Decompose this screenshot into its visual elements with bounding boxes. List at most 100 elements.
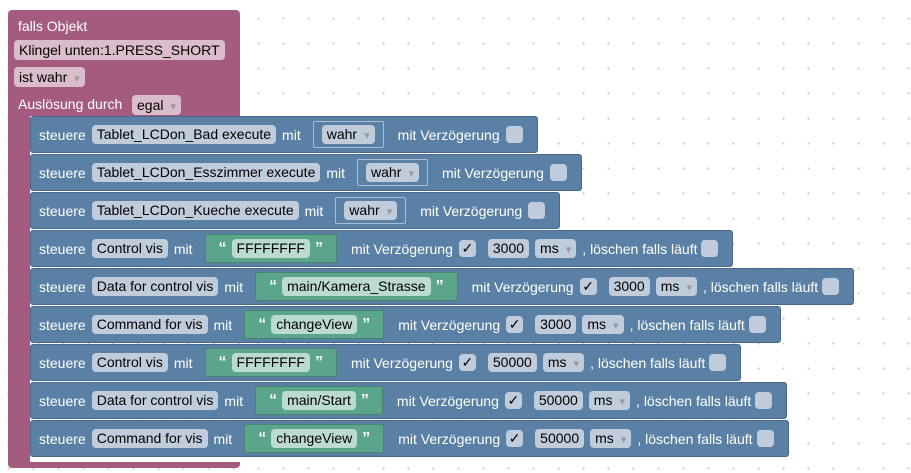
delay-input[interactable]: 50000 [533, 391, 583, 410]
delay-checkbox[interactable]: ✓ [506, 430, 524, 447]
control-block[interactable]: steuere Tablet_LCDon_Esszimmer execute m… [30, 154, 582, 191]
with-label: mit [304, 202, 324, 219]
control-block[interactable]: steuere Command for vis mit“changeView” … [30, 420, 789, 457]
text-value-block[interactable]: “changeView” [244, 310, 385, 339]
delay-checkbox[interactable]: ✓ [504, 392, 522, 409]
text-input[interactable]: FFFFFFFF [231, 353, 310, 372]
target-selector[interactable]: Data for control vis [91, 391, 219, 410]
delay-checkbox[interactable] [505, 126, 523, 143]
target-selector[interactable]: Control vis [91, 239, 168, 258]
target-selector[interactable]: Data for control vis [91, 277, 219, 296]
close-quote-icon: ” [435, 277, 444, 295]
delay-input[interactable]: 3000 [535, 315, 577, 334]
control-label: steuere [39, 392, 86, 409]
text-value-block[interactable]: “changeView” [244, 424, 385, 453]
delay-checkbox[interactable] [549, 164, 567, 181]
control-label: steuere [39, 278, 86, 295]
close-quote-icon: ” [362, 315, 371, 333]
clear-running-checkbox[interactable] [748, 316, 766, 333]
delay-label: mit Verzögerung [420, 202, 523, 219]
control-label: steuere [39, 164, 86, 181]
clear-running-checkbox[interactable] [701, 240, 719, 257]
with-label: mit [224, 278, 244, 295]
control-label: steuere [39, 126, 86, 143]
with-label: mit [173, 240, 193, 257]
unit-dropdown[interactable]: ms [655, 277, 697, 296]
delay-label: mit Verzögerung [350, 354, 453, 371]
with-label: mit [213, 316, 233, 333]
unit-dropdown[interactable]: ms [582, 315, 624, 334]
control-block[interactable]: steuere Data for control vis mit “main/St… [30, 382, 788, 419]
trigger-label: Auslösung durch [18, 96, 123, 112]
boolean-value-block[interactable]: wahr [357, 159, 428, 186]
open-quote-icon: “ [269, 391, 278, 409]
delay-input[interactable]: 50000 [487, 353, 537, 372]
control-block[interactable]: steuere Control vis mit“FFFFFFFF” mit Ve… [30, 230, 734, 267]
delay-checkbox[interactable]: ✓ [458, 240, 476, 257]
delay-label: mit Verzögerung [441, 164, 544, 181]
delay-checkbox[interactable]: ✓ [458, 354, 476, 371]
delay-input[interactable]: 3000 [608, 277, 650, 296]
delay-label: mit Verzögerung [350, 240, 453, 257]
target-selector[interactable]: Tablet_LCDon_Kueche execute [91, 201, 299, 220]
delay-checkbox[interactable]: ✓ [579, 278, 597, 295]
unit-dropdown[interactable]: ms [590, 429, 632, 448]
delay-input[interactable]: 3000 [487, 239, 530, 258]
clear-label: , löschen falls läuft [582, 240, 698, 257]
boolean-value-block[interactable]: wahr [335, 197, 407, 224]
with-label: mit [224, 392, 244, 409]
control-block[interactable]: steuere Tablet_LCDon_Kueche execute mit w… [30, 192, 561, 229]
open-quote-icon: “ [269, 277, 278, 295]
text-value-block[interactable]: “main/Start” [255, 386, 383, 415]
clear-running-checkbox[interactable] [822, 278, 840, 295]
control-label: steuere [39, 202, 86, 219]
delay-input[interactable]: 50000 [535, 429, 585, 448]
text-value-block[interactable]: “FFFFFFFF” [204, 234, 337, 263]
delay-label: mit Verzögerung [471, 278, 574, 295]
target-selector[interactable]: Tablet_LCDon_Bad execute [91, 125, 277, 144]
delay-checkbox[interactable] [528, 202, 546, 219]
open-quote-icon: “ [218, 353, 227, 371]
open-quote-icon: “ [218, 239, 227, 257]
boolean-dropdown[interactable]: wahr [321, 125, 375, 144]
control-block[interactable]: steuere Control vis mit “FFFFFFFF” mit Ve… [30, 344, 742, 381]
text-input[interactable]: changeView [271, 315, 358, 334]
close-quote-icon: ” [362, 429, 371, 447]
delay-label: mit Verzögerung [398, 316, 501, 333]
target-selector[interactable]: Command for vis [91, 315, 208, 334]
text-input[interactable]: main/Start [282, 391, 356, 410]
boolean-dropdown[interactable]: wahr [366, 163, 419, 182]
open-quote-icon: “ [258, 315, 267, 333]
text-value-block[interactable]: “main/Kamera_Strasse” [255, 272, 458, 301]
unit-dropdown[interactable]: ms [535, 239, 577, 258]
with-label: mit [173, 354, 193, 371]
control-block[interactable]: steuere Command for vis mit“changeView” … [30, 306, 781, 343]
trigger-dropdown[interactable]: egal [132, 95, 182, 115]
control-label: steuere [39, 354, 86, 371]
unit-dropdown[interactable]: ms [588, 391, 631, 410]
text-value-block[interactable]: “FFFFFFFF” [204, 348, 337, 377]
open-quote-icon: “ [258, 429, 267, 447]
clear-running-checkbox[interactable] [709, 354, 727, 371]
with-label: mit [326, 164, 346, 181]
boolean-value-block[interactable]: wahr [312, 121, 384, 148]
target-selector[interactable]: Control vis [91, 353, 168, 372]
text-input[interactable]: changeView [271, 429, 358, 448]
text-input[interactable]: main/Kamera_Strasse [282, 277, 431, 296]
boolean-dropdown[interactable]: wahr [344, 201, 398, 220]
object-selector[interactable]: Klingel unten:1.PRESS_SHORT [14, 40, 225, 60]
clear-running-checkbox[interactable] [755, 392, 773, 409]
control-label: steuere [39, 430, 86, 447]
unit-dropdown[interactable]: ms [542, 353, 585, 372]
text-input[interactable]: FFFFFFFF [231, 239, 310, 258]
target-selector[interactable]: Command for vis [91, 429, 208, 448]
target-selector[interactable]: Tablet_LCDon_Esszimmer execute [91, 163, 321, 182]
close-quote-icon: ” [360, 391, 369, 409]
control-block[interactable]: steuere Data for control vis mit “main/Ka… [30, 268, 855, 305]
clear-running-checkbox[interactable] [756, 430, 774, 447]
condition-dropdown[interactable]: ist wahr [14, 67, 85, 87]
clear-label: , löschen falls läuft [637, 430, 753, 447]
close-quote-icon: ” [314, 239, 323, 257]
delay-checkbox[interactable]: ✓ [506, 316, 524, 333]
